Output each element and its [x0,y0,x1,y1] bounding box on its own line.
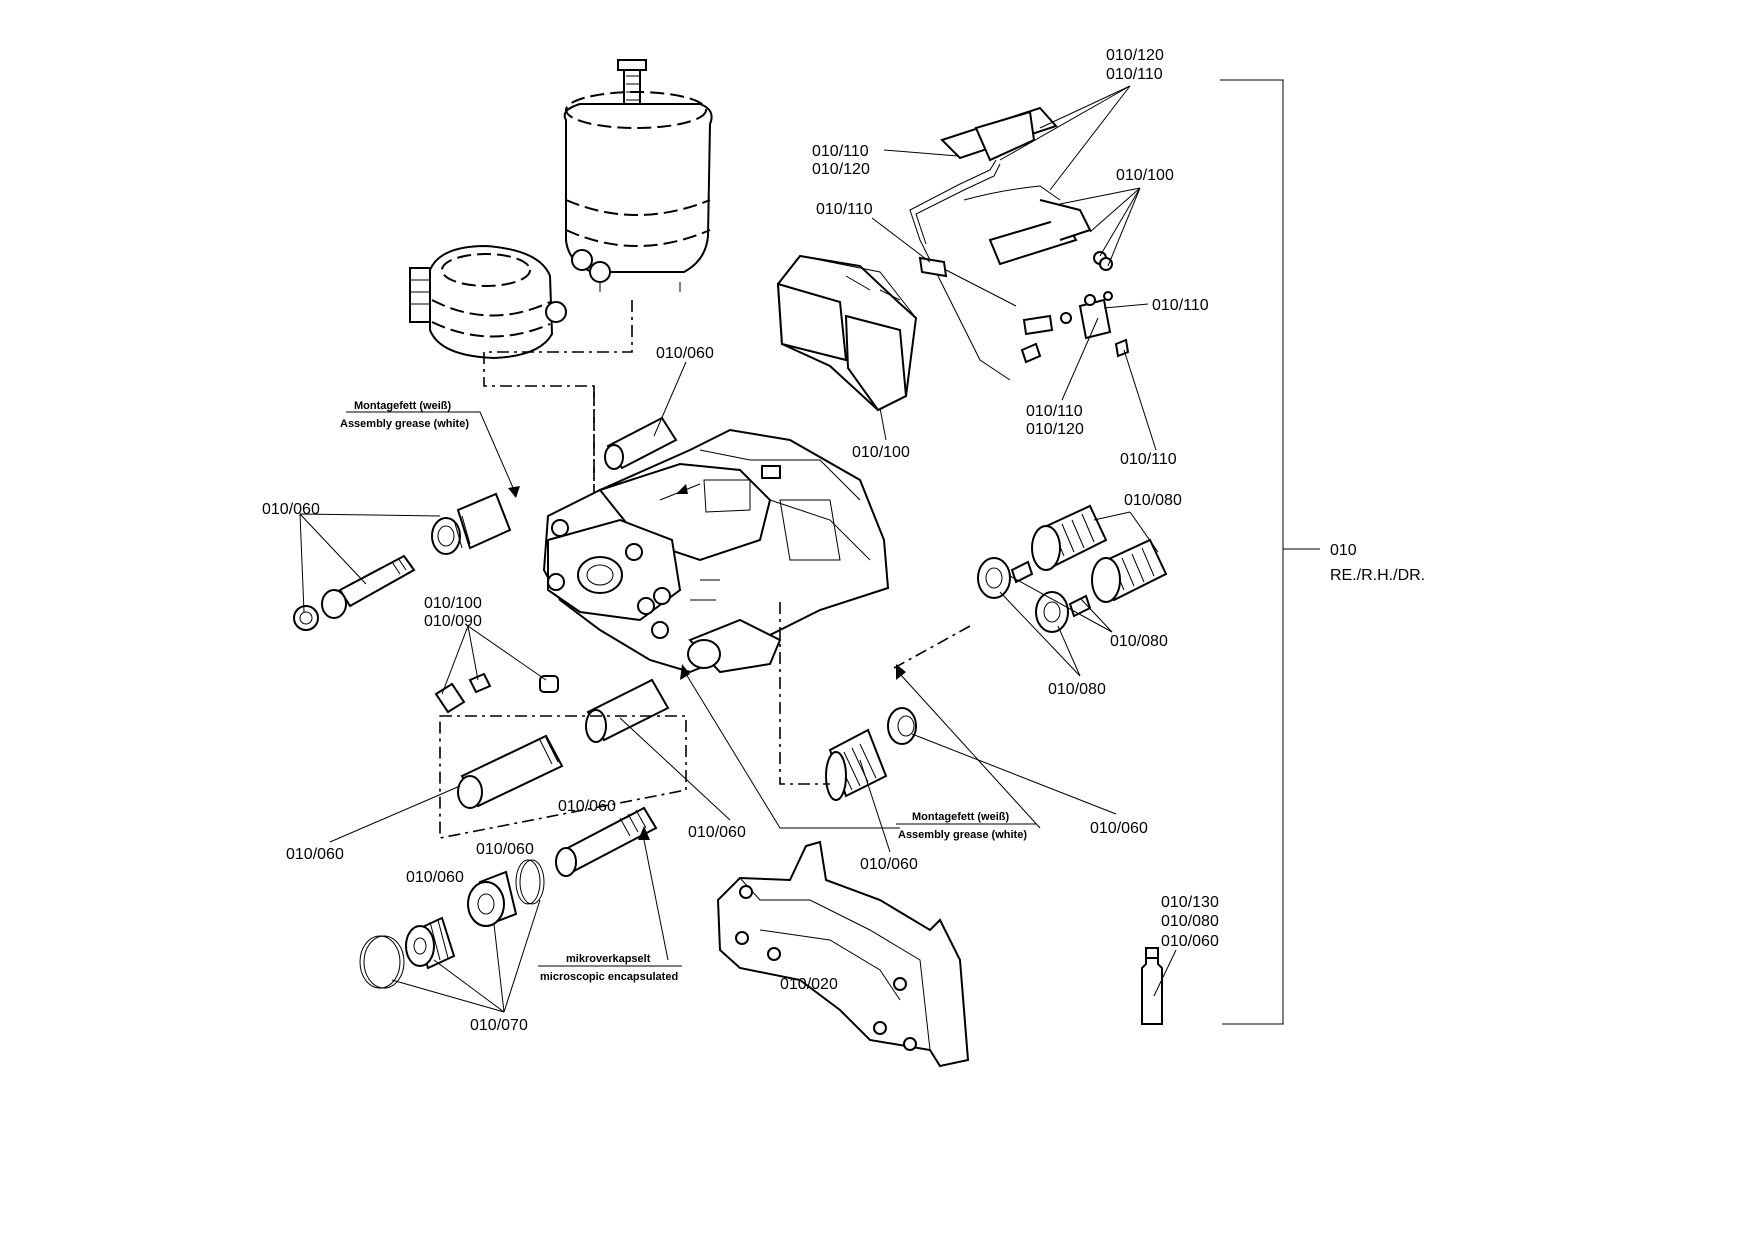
grease-note-bottom-de: Montagefett (weiß) [912,811,1009,823]
grease-tube-drawing [1141,947,1163,1025]
callout-060-sleeve: 010/060 [286,846,344,863]
grease-note-top-de: Montagefett (weiß) [354,400,451,412]
brake-pads-drawing [776,254,918,412]
callout-060-left: 010/060 [262,501,320,518]
callout-060-cap: 010/060 [406,869,464,886]
callout-100-pads: 010/100 [852,444,910,461]
brake-chamber-drawing [563,59,713,292]
wear-sensor-drawing [909,106,1130,381]
callout-080-right: 010/080 [1110,633,1168,650]
callout-labels: 010/120 010/110 010/110 010/120 010/100 … [262,47,1219,1034]
small-bleed-parts [434,672,559,714]
callout-130-080-060-a: 010/130 [1161,894,1219,911]
callout-100-090-b: 010/090 [424,613,482,630]
bellows-and-seal [779,602,917,801]
callout-130-080-060-c: 010/060 [1161,933,1219,950]
callout-110-bracket: 010/110 [1152,297,1209,314]
callout-080-boot: 010/080 [1124,492,1182,509]
leader-lines [299,85,1177,1013]
spring-chamber-drawing [409,244,567,360]
callout-130-080-060-b: 010/080 [1161,913,1219,930]
guide-sleeve-top [604,416,678,470]
exploded-parts-diagram: 010 RE./R.H./DR. [262,47,1425,1068]
callout-080-lower: 010/080 [1048,681,1106,698]
callout-060-bolt: 010/060 [688,824,746,841]
callout-060-bellows: 010/060 [860,856,918,873]
assembly-notes: Montagefett (weiß) Assembly grease (whit… [340,400,1036,983]
callout-110-screw: 010/110 [1120,451,1177,468]
grease-note-top-en: Assembly grease (white) [340,418,469,430]
callout-060-bush: 010/060 [558,798,616,815]
assembly-side: RE./R.H./DR. [1330,567,1425,584]
callout-060-ring: 010/060 [476,841,534,858]
lower-guide-tubes [439,678,687,839]
callout-110-120-left-b: 010/120 [812,161,870,178]
bottom-left-parts [359,806,658,989]
callout-070: 010/070 [470,1017,528,1034]
callout-060-seal: 010/060 [1090,820,1148,837]
caliper-housing-drawing [542,428,890,674]
callout-110-120-left-a: 010/110 [812,143,869,160]
carrier-bracket-drawing [716,840,970,1068]
assembly-code: 010 [1330,542,1357,559]
callout-060-pin: 010/060 [656,345,714,362]
callout-110-sensor: 010/110 [816,201,873,218]
callout-100-090-a: 010/100 [424,595,482,612]
callout-110-120-lower-a: 010/110 [1026,403,1083,420]
callout-110-120-lower-b: 010/120 [1026,421,1084,438]
micro-note-de: mikroverkapselt [566,953,651,965]
callout-120-110-a: 010/120 [1106,47,1164,64]
micro-note-en: microscopic encapsulated [540,971,678,983]
left-guide-parts [293,492,512,631]
callout-120-110-b: 010/110 [1106,66,1163,83]
callout-100-sensor: 010/100 [1116,167,1174,184]
callout-020: 010/020 [780,976,838,993]
grease-note-bottom-en: Assembly grease (white) [898,829,1027,841]
assembly-bracket: 010 RE./R.H./DR. [1220,79,1425,1025]
